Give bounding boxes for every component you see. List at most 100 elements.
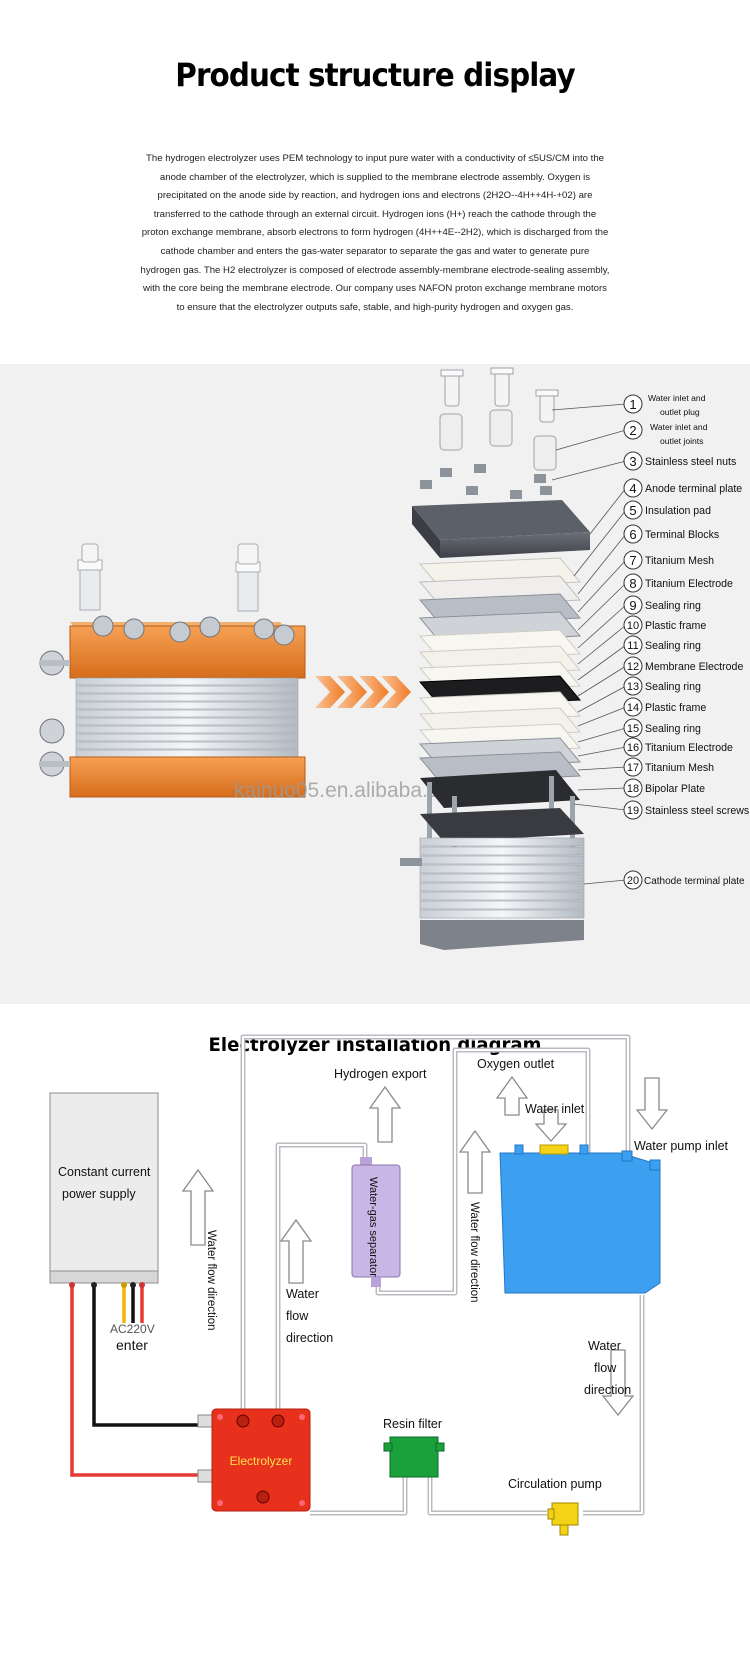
water-tank [499,1144,661,1294]
svg-text:Water inlet and: Water inlet and [650,422,708,432]
svg-text:6: 6 [629,527,636,542]
arrow-down-icon [635,1077,669,1131]
separator-label: Water-gas separator [367,1177,379,1277]
circulation-pump [547,1502,579,1536]
part-16: 16 Titanium Electrode [623,737,733,757]
svg-text:2: 2 [629,423,636,438]
svg-text:7: 7 [629,553,636,568]
water-flow-center-2: flow [286,1309,309,1323]
part-10: 10 Plastic frame [623,615,706,635]
svg-text:Stainless steel screws: Stainless steel screws [645,805,749,817]
svg-text:Titanium Electrode: Titanium Electrode [645,742,733,754]
water-inlet-label: Water inlet [525,1102,585,1116]
part-20: 20 Cathode terminal plate [623,870,745,890]
part-8: 8 Titanium Electrode [623,573,733,593]
water-flow-center-1: Water [286,1287,319,1301]
stack-layers [418,557,582,783]
svg-text:8: 8 [629,576,636,591]
intro-paragraph: The hydrogen electrolyzer uses PEM techn… [140,153,610,313]
watermark: kainuo05.en.alibaba.com [234,779,468,802]
oxygen-outlet-label: Oxygen outlet [477,1057,555,1071]
arrow-up-icon [181,1168,215,1246]
part-7: 7 Titanium Mesh [623,550,714,570]
part-13: 13 Sealing ring [623,676,701,696]
arrow-up-icon [279,1218,313,1284]
svg-text:Anode terminal plate: Anode terminal plate [645,483,742,495]
steel-nuts [420,464,552,499]
part-6: 6 Terminal Blocks [623,524,719,544]
exploded-view-diagram: kainuo05.en.alibaba.com [39,367,749,950]
svg-text:3: 3 [629,454,636,469]
svg-text:Cathode terminal plate: Cathode terminal plate [644,876,745,887]
svg-text:outlet plug: outlet plug [660,407,700,417]
svg-text:Terminal Blocks: Terminal Blocks [645,529,719,541]
part-12: 12 Membrane Electrode [623,656,743,676]
joints [439,409,557,471]
svg-text:Sealing ring: Sealing ring [645,681,701,693]
water-flow-right-2: flow [594,1361,617,1375]
installation-section: Electrolyzer installation diagram [0,1005,750,1674]
svg-text:Sealing ring: Sealing ring [645,640,701,652]
electrolyzer-device: Electrolyzer [197,1408,311,1512]
svg-text:Membrane Electrode: Membrane Electrode [645,661,743,673]
exploded-stack [400,367,590,950]
svg-text:19: 19 [627,805,639,817]
svg-text:11: 11 [627,640,638,652]
power-supply-label-2: power supply [62,1187,136,1201]
assembled-electrolyzer [39,543,306,798]
resin-filter-label: Resin filter [383,1417,442,1431]
water-flow-direction-left: Water flow direction [205,1230,217,1331]
svg-text:Stainless steel nuts: Stainless steel nuts [645,456,736,468]
part-3: 3 Stainless steel nuts [623,451,736,471]
leader-lines [551,403,627,885]
svg-text:16: 16 [627,742,639,754]
water-flow-right-3: direction [584,1383,631,1397]
svg-text:9: 9 [629,598,636,613]
part-15: 15 Sealing ring [623,718,701,738]
svg-text:17: 17 [627,762,639,774]
water-pipes-inner [242,1036,643,1514]
page-title: Product structure display [175,56,575,94]
svg-text:13: 13 [627,681,639,693]
part-5: 5 Insulation pad [623,500,711,520]
installation-diagram: Constant current power supply AC220V ent… [49,1034,729,1536]
ac-label: AC220V [110,1322,155,1336]
part-19: 19 Stainless steel screws [623,800,749,820]
part-4: 4 Anode terminal plate [623,478,742,498]
water-flow-right-1: Water [588,1339,621,1353]
svg-text:1: 1 [629,397,636,412]
arrow-up-icon [368,1085,402,1143]
arrow-down-icon [601,1349,635,1417]
svg-text:Bipolar Plate: Bipolar Plate [645,783,705,795]
assembly-arrow [315,676,411,708]
power-supply: Constant current power supply [49,1092,159,1288]
svg-text:15: 15 [627,723,639,735]
part-11: 11 Sealing ring [623,635,701,655]
part-17: 17 Titanium Mesh [623,757,714,777]
svg-text:20: 20 [627,875,639,887]
svg-text:Titanium Mesh: Titanium Mesh [645,762,714,774]
intro-section: Product structure display The hydrogen e… [0,0,750,362]
product-structure-section: kainuo05.en.alibaba.com [0,364,750,1004]
water-pump-inlet-label: Water pump inlet [634,1139,729,1153]
circulation-pump-label: Circulation pump [508,1477,602,1491]
arrow-up-icon [495,1075,529,1116]
svg-text:Titanium Electrode: Titanium Electrode [645,578,733,590]
svg-text:10: 10 [627,620,639,632]
part-18: 18 Bipolar Plate [623,778,705,798]
stack-fins [75,677,299,758]
svg-text:Sealing ring: Sealing ring [645,723,701,735]
svg-text:18: 18 [627,783,639,795]
svg-text:Water inlet and: Water inlet and [648,393,706,403]
hydrogen-export-label: Hydrogen export [334,1067,427,1081]
svg-text:Plastic frame: Plastic frame [645,620,706,632]
water-flow-direction-mid: Water flow direction [468,1202,480,1303]
svg-text:4: 4 [629,481,636,496]
electrolyzer-label: Electrolyzer [230,1454,293,1468]
part-2: 2 Water inlet and outlet joints [623,420,708,446]
enter-label: enter [116,1337,148,1353]
svg-text:12: 12 [627,661,639,673]
cathode-stack [419,837,585,919]
arrow-up-icon [458,1129,492,1194]
water-gas-separator: Water-gas separator [351,1157,401,1287]
